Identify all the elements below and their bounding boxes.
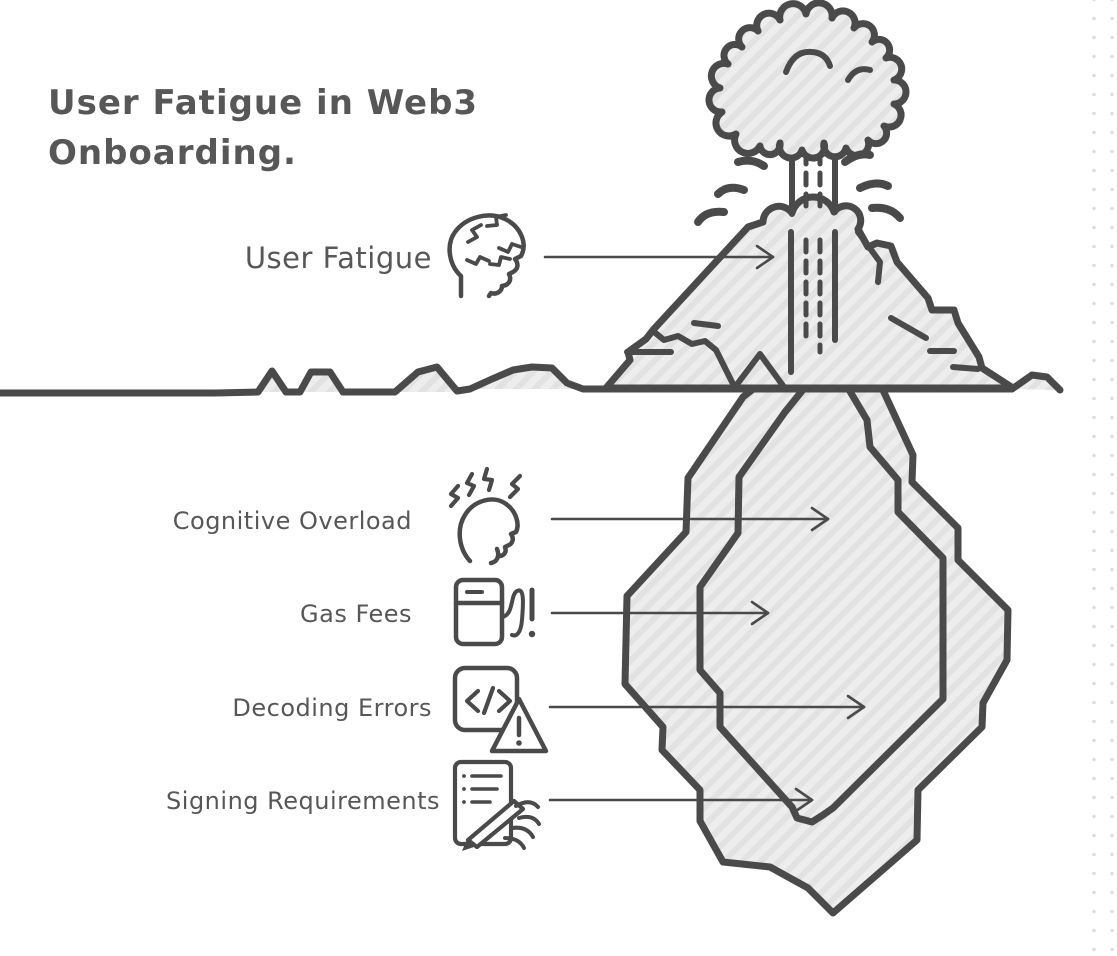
overloaded-head-icon (448, 466, 523, 566)
arrow-decoding-errors (548, 694, 866, 720)
iceberg-inner-outline (696, 382, 947, 826)
label-gas-fees: Gas Fees (300, 600, 412, 628)
volcano (602, 145, 1017, 392)
label-cognitive-overload: Cognitive Overload (173, 507, 412, 535)
arrow-user-fatigue (543, 244, 775, 270)
arrow-signing-requirements (548, 787, 814, 813)
waterline (0, 363, 1064, 397)
volcano-ridge-details (624, 229, 981, 387)
pen (465, 798, 526, 850)
magma-chamber-arch (732, 351, 787, 390)
eruption-column (732, 145, 838, 390)
label-signing-requirements: Signing Requirements (166, 787, 440, 815)
annotation-arrows (543, 244, 866, 813)
signing-document-icon (452, 759, 541, 851)
gas-pump-icon (453, 577, 536, 647)
stressed-head-icon (447, 213, 526, 299)
code-error-icon (452, 665, 549, 754)
hand (503, 800, 541, 850)
page-title-line-2: Onboarding. (48, 133, 297, 173)
volcano-silhouette (602, 193, 1017, 392)
arrow-gas-fees (550, 600, 770, 626)
page-title-line-1: User Fatigue in Web3 (48, 83, 478, 123)
label-decoding-errors: Decoding Errors (232, 694, 432, 722)
eruption-cloud (705, 0, 910, 162)
cloud-outline (705, 0, 910, 162)
label-user-fatigue: User Fatigue (245, 241, 432, 275)
arrow-cognitive-overload (550, 506, 830, 532)
lava-splashes (694, 150, 904, 226)
iceberg (621, 382, 1012, 917)
